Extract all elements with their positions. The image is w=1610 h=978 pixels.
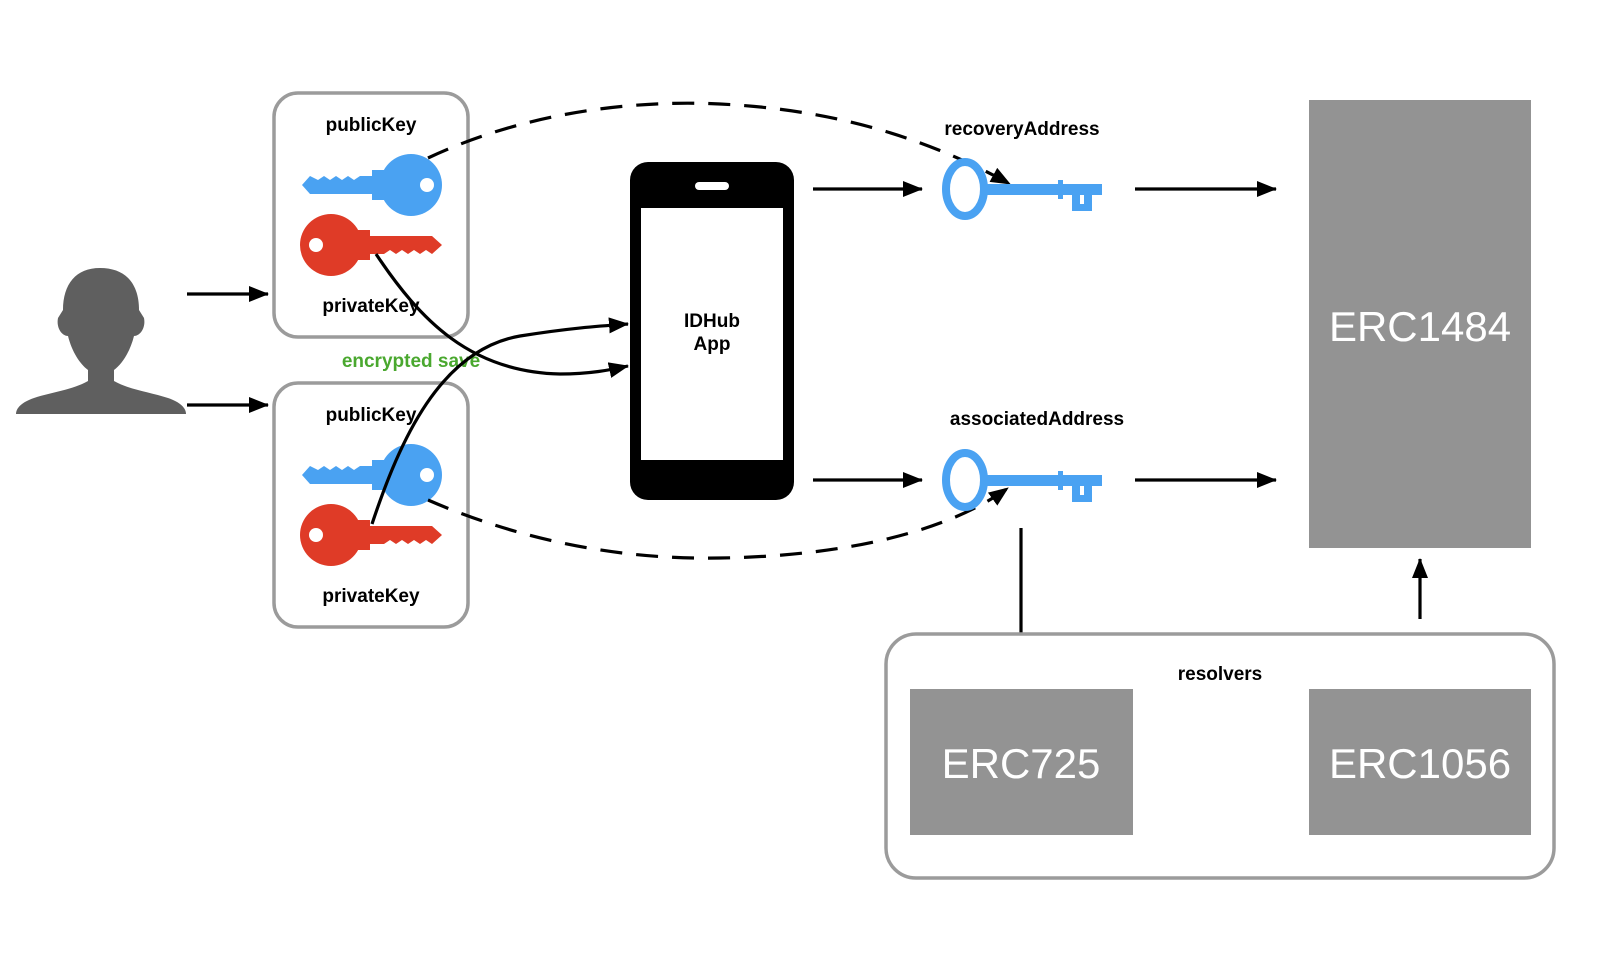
user-icon <box>16 268 186 414</box>
recovery-address-key-icon <box>942 158 1102 220</box>
encrypted-save-arrow <box>370 317 629 525</box>
public-key-label: publicKey <box>326 115 417 136</box>
erc1484-block <box>1309 100 1531 548</box>
encrypted-save-arrow <box>374 253 629 378</box>
associated-address-key-icon <box>942 449 1102 511</box>
private-key-icon <box>300 214 442 276</box>
erc1484-label: ERC1484 <box>1329 303 1511 350</box>
erc1056-block <box>1309 689 1531 835</box>
recovery-address-label: recoveryAddress <box>944 119 1099 140</box>
key-pair-panel-2 <box>272 381 470 629</box>
encrypted-save-label: encrypted save <box>342 351 480 372</box>
associated-address-label: associatedAddress <box>950 409 1124 430</box>
app-title-line2: App <box>694 334 731 355</box>
public-key-dashed-link <box>427 101 1011 186</box>
public-key-icon <box>302 154 442 216</box>
private-key-label: privateKey <box>322 586 420 607</box>
private-key-icon <box>300 504 442 566</box>
app-title-line1: IDHub <box>684 311 740 332</box>
erc725-label: ERC725 <box>942 740 1101 787</box>
private-key-label: privateKey <box>322 296 420 317</box>
erc1056-label: ERC1056 <box>1329 740 1511 787</box>
public-key-label: publicKey <box>326 405 417 426</box>
idhub-app-phone <box>630 162 794 500</box>
erc725-block <box>910 689 1133 835</box>
public-key-dashed-link <box>427 486 1009 560</box>
resolvers-label: resolvers <box>1178 664 1263 685</box>
key-pair-panel-1 <box>272 91 470 339</box>
